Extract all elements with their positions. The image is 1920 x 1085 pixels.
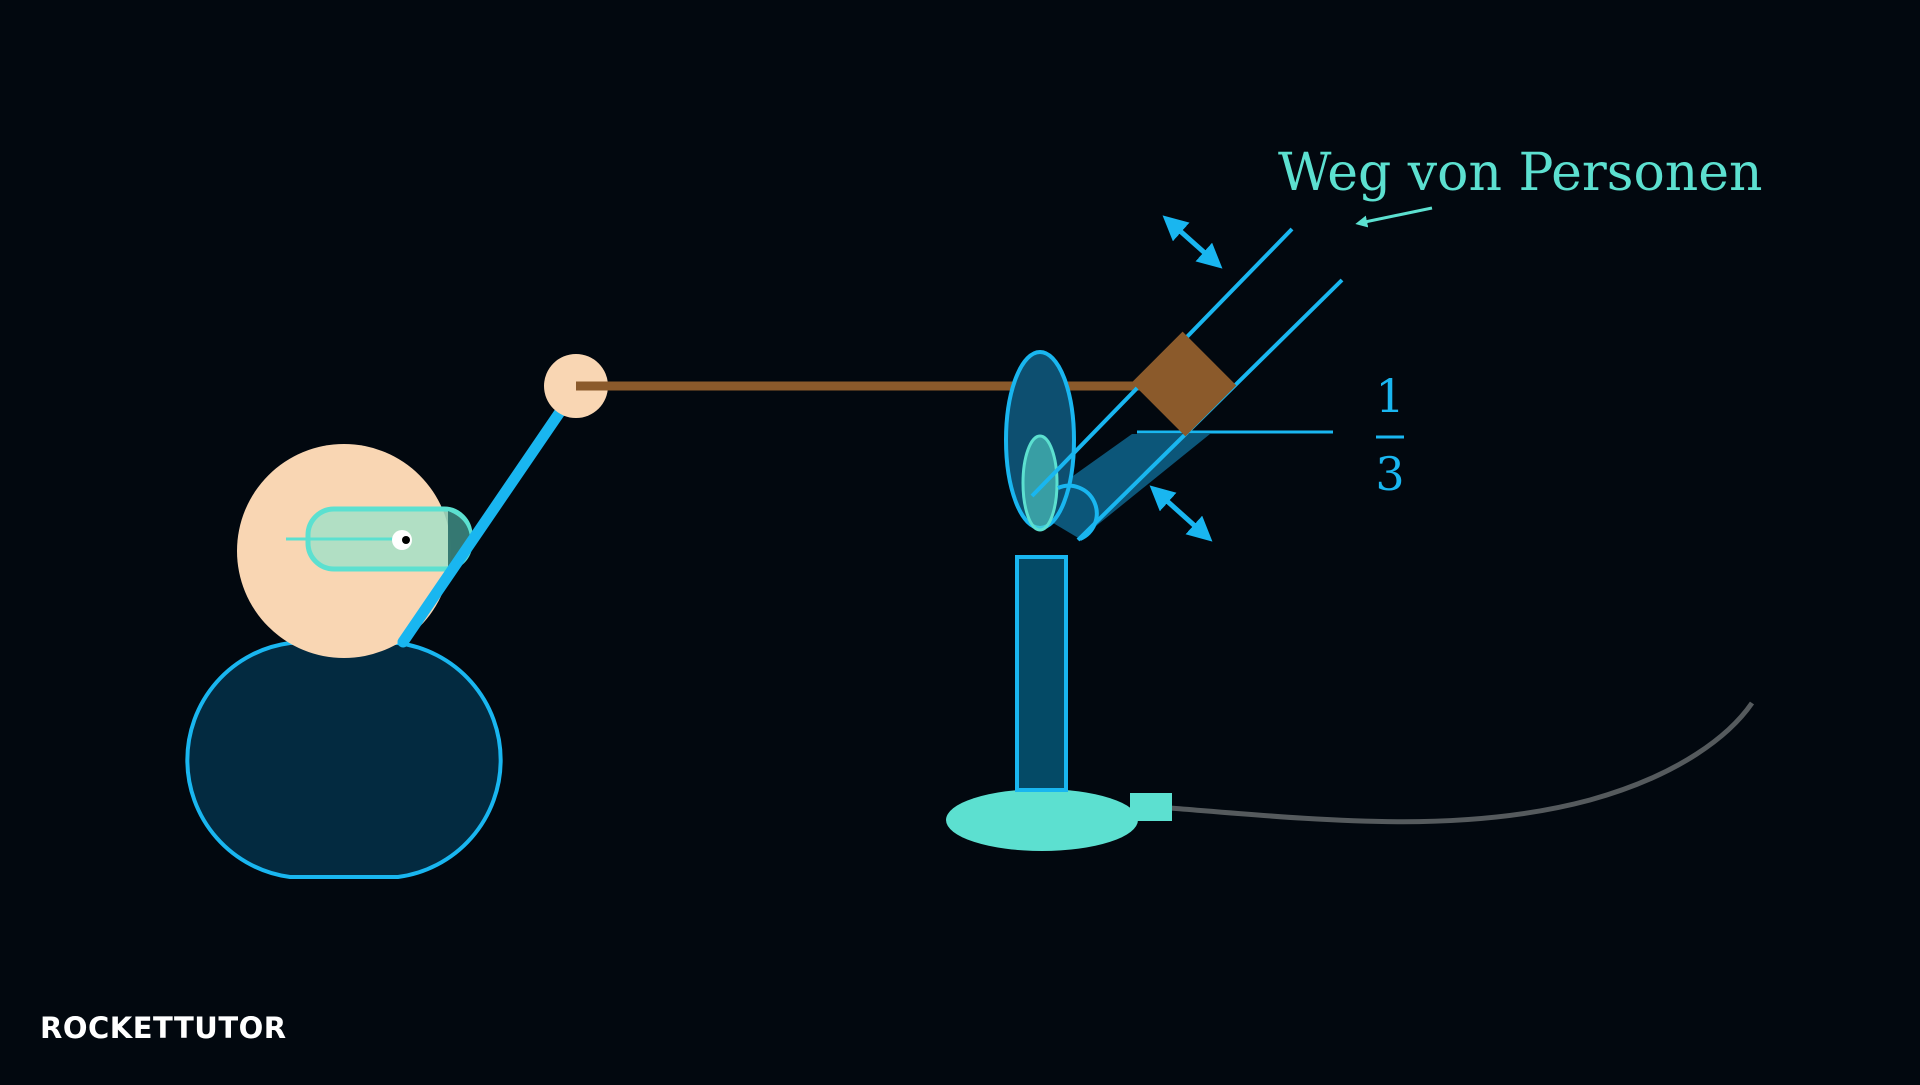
burner-base (946, 789, 1138, 851)
bunsen-burner (946, 555, 1755, 851)
fraction-numerator: 1 (1375, 369, 1404, 423)
brand-logo: ROCKETTUTOR (40, 1011, 287, 1045)
flame (1021, 434, 1059, 532)
test-tube-liquid (1028, 434, 1210, 539)
person-eye (392, 530, 412, 550)
burner-tube (1015, 555, 1068, 792)
person-figure (185, 444, 503, 879)
tilt-arrow-lower (1149, 485, 1213, 542)
fraction-denominator: 3 (1375, 447, 1404, 501)
test-tube-bottom (1057, 483, 1099, 541)
test-tube-clamp (1131, 331, 1237, 437)
annotation-pointer-arrow (1355, 206, 1433, 228)
fill-fraction: 1 3 (1375, 369, 1404, 501)
gas-connector (1130, 793, 1172, 821)
gas-hose (1169, 701, 1755, 825)
annotation-label: Weg von Personen (1278, 143, 1763, 203)
safety-goggles (286, 506, 473, 572)
test-tube (1004, 227, 1344, 542)
person-body (185, 641, 503, 879)
tilt-arrow-upper (1162, 215, 1223, 269)
